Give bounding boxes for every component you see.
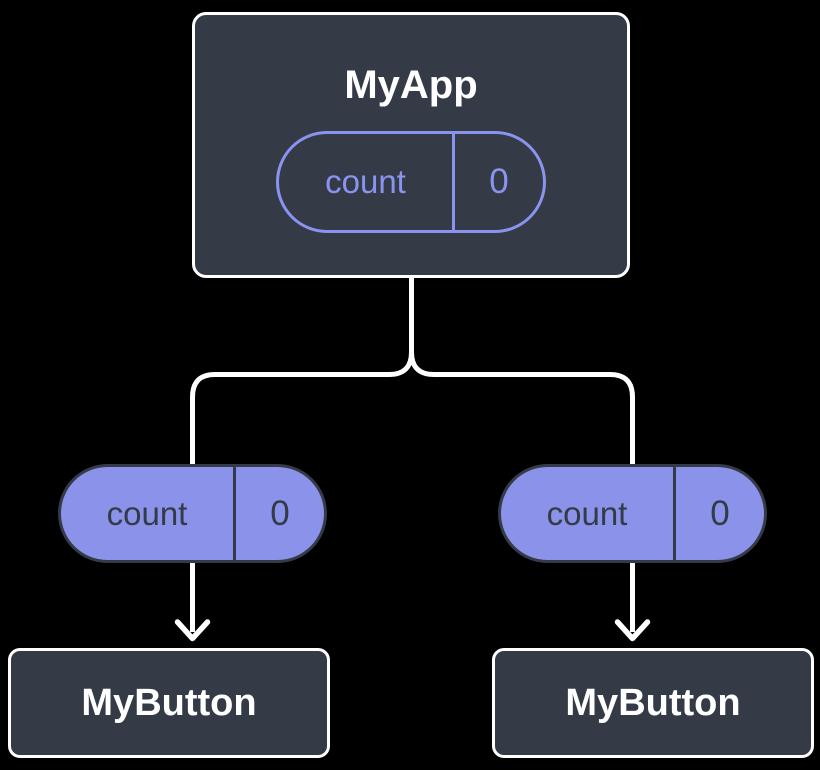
mybutton-title: MyButton [81,681,257,724]
arrow-right-head-icon [614,619,651,642]
state-value-label: 0 [489,162,509,201]
mybutton-title: MyButton [565,681,741,724]
myapp-node: MyApp count 0 [192,12,630,278]
arrow-left [174,556,211,642]
prop-value-label: 0 [270,493,290,533]
mybutton-node-right: MyButton [492,648,814,758]
prop-name-label: count [501,467,676,560]
branch-right-connector [409,272,635,470]
arrow-left-head-icon [174,619,211,642]
myapp-title: MyApp [344,63,478,107]
myapp-state-pill: count 0 [276,131,546,233]
state-name-label: count [279,134,455,230]
prop-pill-left: count 0 [58,464,327,563]
prop-name-label: count [61,467,236,560]
prop-pill-right: count 0 [498,464,767,563]
arrow-right [614,556,651,642]
prop-value-label: 0 [710,493,730,533]
branch-left-connector [190,272,414,470]
mybutton-node-left: MyButton [8,648,330,758]
